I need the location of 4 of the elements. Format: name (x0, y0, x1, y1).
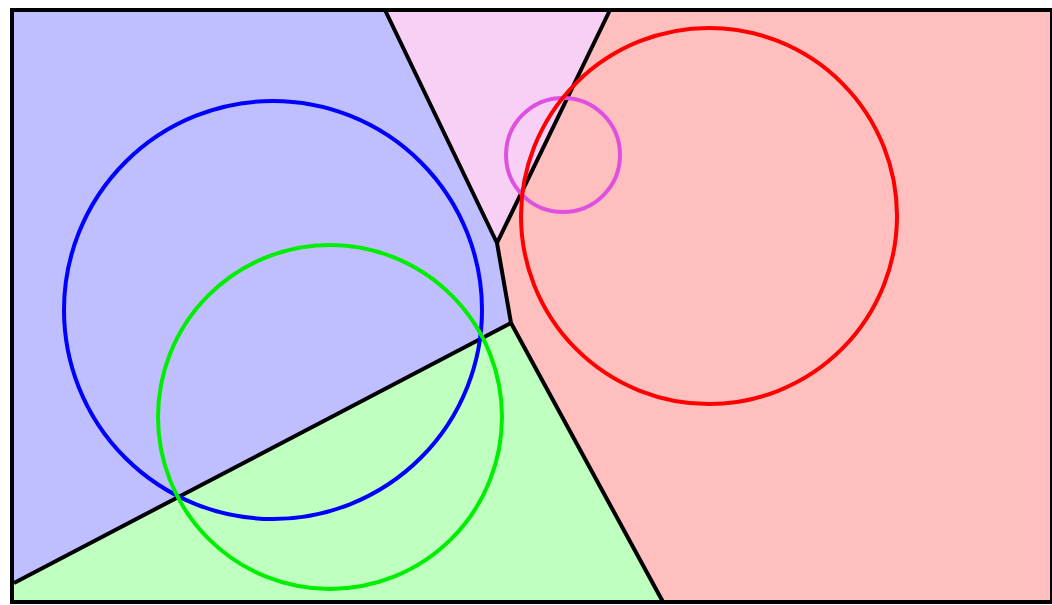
circle-outline (504, 96, 622, 214)
circle-outline (62, 99, 484, 521)
circle-outline (156, 243, 504, 591)
circle-outline (519, 26, 899, 406)
